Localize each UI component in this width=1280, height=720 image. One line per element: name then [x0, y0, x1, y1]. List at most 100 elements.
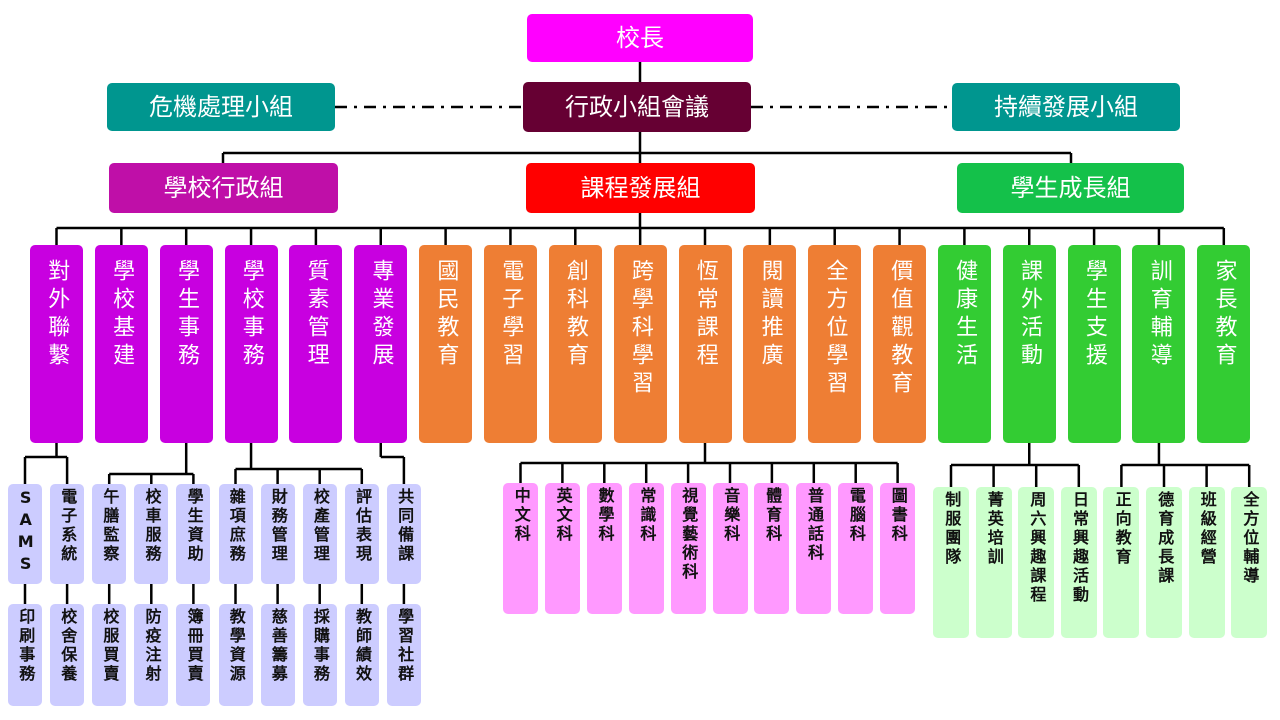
curriculum-dept-7-label: 價值觀教育	[887, 259, 913, 399]
admin-dept-0-label: 對外聯繫	[44, 259, 70, 371]
admin-dept-5-label: 專業發展	[368, 259, 394, 371]
subject-5: 音樂科	[712, 483, 748, 614]
admin-sub-bottom-7-label: 採購事務	[310, 608, 330, 684]
subject-2: 數學科	[586, 483, 622, 614]
student-dept-1: 課外活動	[1002, 245, 1056, 443]
subject-4: 視覺藝術科	[670, 483, 706, 614]
admin-sub-bottom-0-label: 印刷事務	[16, 608, 36, 684]
admin-sub-bottom-1: 校舍保養	[50, 604, 85, 706]
admin-dept-3: 學校事務	[224, 245, 278, 443]
admin-sub-top-7: 校產管理	[302, 484, 337, 584]
admin-sub-top-1-label: 電子系統	[58, 488, 78, 564]
admin-sub-bottom-1-label: 校舍保養	[58, 608, 78, 684]
admin-sub-bottom-4: 簿冊買賣	[176, 604, 211, 706]
subject-8: 電腦科	[838, 483, 874, 614]
admin-sub-bottom-0: 印刷事務	[8, 604, 42, 706]
admin-sub-bottom-5: 教學資源	[218, 604, 253, 706]
admin-sub-top-4: 學生資助	[176, 484, 211, 584]
curriculum-group-box-label: 課程發展組	[580, 174, 701, 202]
subject-6-label: 體育科	[763, 487, 783, 544]
curriculum-dept-5: 閱讀推廣	[743, 245, 797, 443]
curriculum-dept-3: 跨學科學習	[613, 245, 667, 443]
admin-dept-2-label: 學生事務	[173, 259, 199, 371]
subject-3: 常識科	[628, 483, 664, 614]
admin-sub-top-4-label: 學生資助	[184, 488, 204, 564]
admin-dept-5: 專業發展	[354, 245, 408, 443]
subject-5-label: 音樂科	[721, 487, 741, 544]
admin-dept-1-label: 學校基建	[109, 259, 135, 371]
student-sub-1-label: 菁英培訓	[984, 491, 1004, 567]
admin-sub-top-8-label: 評估表現	[352, 488, 372, 564]
student-sub-3-label: 日常興趣活動	[1069, 491, 1089, 605]
admin-dept-0: 對外聯繫	[30, 245, 83, 443]
curriculum-dept-0: 國民教育	[419, 245, 473, 443]
admin-sub-bottom-3-label: 防疫注射	[142, 608, 162, 684]
student-dept-2-label: 學生支援	[1081, 259, 1107, 371]
admin-sub-top-9: 共同備課	[386, 484, 421, 584]
admin-sub-bottom-4-label: 簿冊買賣	[184, 608, 204, 684]
curriculum-dept-6: 全方位學習	[808, 245, 862, 443]
student-sub-2-label: 周六興趣課程	[1027, 491, 1047, 605]
admin-sub-bottom-2: 校服買賣	[92, 604, 127, 706]
admin-sub-top-2-label: 午膳監察	[100, 488, 120, 564]
student-sub-7: 全方位輔導	[1231, 487, 1268, 638]
subject-1-label: 英文科	[553, 487, 573, 544]
admin-sub-top-7-label: 校產管理	[310, 488, 330, 564]
admin-sub-bottom-8: 教師績效	[344, 604, 379, 706]
subject-1: 英文科	[544, 483, 580, 614]
council-box: 行政小組會議	[523, 82, 751, 132]
subject-4-label: 視覺藝術科	[679, 487, 699, 582]
student-group-box-label: 學生成長組	[1010, 174, 1131, 202]
student-sub-0: 制服團隊	[933, 487, 969, 638]
curriculum-dept-2: 創科教育	[548, 245, 602, 443]
crisis-team-box: 危機處理小組	[107, 83, 335, 131]
admin-sub-top-1: 電子系統	[50, 484, 85, 584]
crisis-team-box-label: 危機處理小組	[149, 93, 293, 121]
student-sub-4: 正向教育	[1103, 487, 1140, 638]
admin-sub-top-0-label: SAMS	[16, 488, 36, 576]
admin-sub-top-6: 財務管理	[260, 484, 295, 584]
student-sub-6: 班級經營	[1188, 487, 1225, 638]
student-sub-3: 日常興趣活動	[1060, 487, 1097, 638]
admin-sub-bottom-9-label: 學習社群	[395, 608, 415, 684]
student-sub-0-label: 制服團隊	[942, 491, 962, 567]
principal-box-label: 校長	[616, 24, 664, 52]
principal-box: 校長	[527, 14, 753, 62]
subject-6: 體育科	[754, 483, 790, 614]
subject-0: 中文科	[503, 483, 538, 614]
admin-dept-4-label: 質素管理	[303, 259, 329, 371]
admin-sub-bottom-2-label: 校服買賣	[100, 608, 120, 684]
sustainability-team-box: 持續發展小組	[952, 83, 1180, 131]
curriculum-dept-2-label: 創科教育	[563, 259, 589, 371]
student-dept-1-label: 課外活動	[1017, 259, 1042, 371]
subject-3-label: 常識科	[637, 487, 657, 544]
admin-sub-bottom-9: 學習社群	[386, 604, 421, 706]
admin-dept-4: 質素管理	[289, 245, 343, 443]
admin-sub-bottom-7: 採購事務	[302, 604, 337, 706]
admin-sub-top-2: 午膳監察	[92, 484, 127, 584]
curriculum-dept-1: 電子學習	[483, 245, 537, 443]
curriculum-dept-5-label: 閱讀推廣	[757, 259, 783, 371]
student-dept-4-label: 家長教育	[1211, 259, 1237, 371]
curriculum-dept-1-label: 電子學習	[498, 259, 524, 371]
admin-sub-top-9-label: 共同備課	[395, 488, 415, 564]
admin-sub-top-6-label: 財務管理	[268, 488, 288, 564]
student-sub-5-label: 德育成長課	[1155, 491, 1175, 586]
admin-dept-3-label: 學校事務	[238, 259, 264, 371]
student-sub-7-label: 全方位輔導	[1240, 491, 1260, 586]
admin-sub-bottom-6: 慈善籌募	[260, 604, 295, 706]
admin-sub-top-5: 雜項庶務	[218, 484, 253, 584]
admin-dept-1: 學校基建	[94, 245, 148, 443]
subject-9: 圖書科	[880, 483, 916, 614]
student-dept-3: 訓育輔導	[1132, 245, 1186, 443]
admin-sub-top-8: 評估表現	[344, 484, 379, 584]
subject-2-label: 數學科	[595, 487, 615, 544]
student-sub-1: 菁英培訓	[975, 487, 1012, 638]
curriculum-group-box: 課程發展組	[526, 163, 755, 213]
admin-sub-top-3: 校車服務	[134, 484, 169, 584]
student-group-box: 學生成長組	[957, 163, 1184, 213]
student-dept-4: 家長教育	[1197, 245, 1251, 443]
admin-sub-bottom-6-label: 慈善籌募	[268, 608, 288, 684]
